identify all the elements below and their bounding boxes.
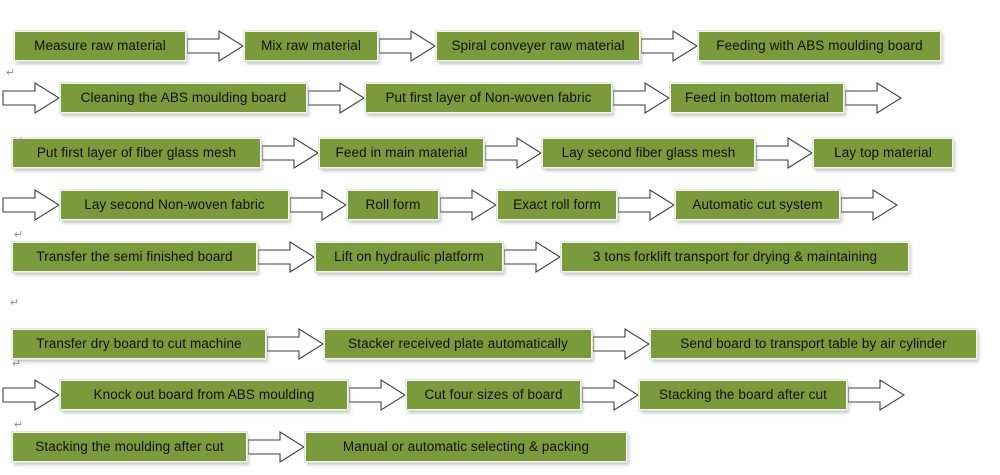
process-step-label: Stacking the board after cut: [659, 387, 827, 403]
process-step-label: Lift on hydraulic platform: [334, 249, 484, 265]
process-step-label: Mix raw material: [261, 38, 361, 54]
process-step-box: Put first layer of fiber glass mesh: [10, 137, 265, 173]
process-step-label: Cut four sizes of board: [424, 387, 563, 403]
process-step-box: Lay second Non-woven fabric: [58, 189, 293, 225]
paragraph-return-mark: ↵: [12, 358, 22, 370]
flow-arrow-icon: [2, 81, 60, 115]
process-step-label: Measure raw material: [34, 38, 166, 54]
process-step-box: Automatic cut system: [673, 189, 844, 225]
flow-row: Put first layer of fiber glass mesh Feed …: [0, 131, 957, 175]
process-step-label: Stacking the moulding after cut: [35, 439, 224, 455]
process-step-label: Automatic cut system: [692, 197, 823, 213]
flow-arrow-icon: [617, 188, 675, 222]
process-step-label: Put first layer of fiber glass mesh: [36, 145, 237, 161]
flow-arrow-icon: [348, 378, 406, 412]
flow-row: Transfer dry board to cut machine Stacker…: [0, 322, 981, 366]
paragraph-return-mark: ↵: [6, 67, 16, 79]
process-step-box: Send board to transport table by air cyl…: [648, 328, 981, 364]
process-step-box: Stacking the moulding after cut: [10, 431, 251, 467]
process-step-box: 3 tons forklift transport for drying & m…: [559, 241, 913, 277]
flow-arrow-icon: [612, 81, 670, 115]
process-step-box: Lift on hydraulic platform: [313, 241, 507, 277]
flow-arrow-icon: [2, 378, 60, 412]
flow-arrow-icon: [439, 188, 497, 222]
process-step-label: Feed in main material: [335, 145, 468, 161]
process-step-label: Knock out board from ABS moulding: [93, 387, 315, 403]
process-step-box: Feed in bottom material: [668, 82, 848, 118]
process-step-box: Stacker received plate automatically: [322, 328, 596, 364]
process-step-box: Transfer the semi finished board: [10, 241, 261, 277]
process-step-label: Stacker received plate automatically: [348, 336, 568, 352]
process-step-box: Stacking the board after cut: [637, 379, 851, 415]
process-step-box: Cleaning the ABS moulding board: [58, 82, 311, 118]
process-step-box: Manual or automatic selecting & packing: [303, 431, 631, 467]
process-step-label: Cleaning the ABS moulding board: [80, 90, 287, 106]
process-step-box: Put first layer of Non-woven fabric: [363, 82, 616, 118]
paragraph-return-mark: ↵: [14, 136, 24, 148]
flow-arrow-icon: [261, 136, 319, 170]
process-step-box: Feeding with ABS moulding board: [696, 30, 945, 66]
flow-row: Cleaning the ABS moulding board Put first…: [0, 76, 902, 120]
process-step-label: Transfer the semi finished board: [36, 249, 233, 265]
process-step-box: Roll form: [345, 189, 443, 225]
process-step-label: Transfer dry board to cut machine: [36, 336, 242, 352]
flow-arrow-icon: [755, 136, 813, 170]
flow-arrow-icon: [289, 188, 347, 222]
paragraph-return-mark: ↵: [14, 229, 24, 241]
process-step-box: Feed in main material: [317, 137, 488, 173]
process-step-label: Lay second Non-woven fabric: [84, 197, 265, 213]
flow-arrow-icon: [840, 188, 898, 222]
flow-arrow-icon: [2, 188, 60, 222]
process-step-label: Feed in bottom material: [684, 90, 830, 106]
flow-arrow-icon: [266, 327, 324, 361]
flow-arrow-icon: [640, 29, 698, 63]
flow-arrow-icon: [186, 29, 244, 63]
process-step-label: Feeding with ABS moulding board: [716, 38, 923, 54]
process-step-box: Spiral conveyer raw material: [434, 30, 644, 66]
flow-arrow-icon: [307, 81, 365, 115]
flow-arrow-icon: [378, 29, 436, 63]
process-step-box: Cut four sizes of board: [404, 379, 585, 415]
process-step-box: Exact roll form: [495, 189, 621, 225]
flow-arrow-icon: [247, 430, 305, 464]
process-step-label: Roll form: [365, 197, 421, 213]
flow-arrow-icon: [592, 327, 650, 361]
flow-arrow-icon: [257, 240, 315, 274]
flow-row: Measure raw material Mix raw material Spir…: [0, 24, 945, 68]
process-step-box: Mix raw material: [242, 30, 382, 66]
process-step-box: Transfer dry board to cut machine: [10, 328, 270, 364]
flow-row: Stacking the moulding after cut Manual or…: [0, 425, 631, 469]
process-step-label: Exact roll form: [513, 197, 601, 213]
paragraph-return-mark: ↵: [14, 419, 24, 431]
process-step-box: Measure raw material: [12, 30, 190, 66]
flow-arrow-icon: [581, 378, 639, 412]
flow-row: Knock out board from ABS moulding Cut fou…: [0, 373, 905, 417]
process-step-label: Lay second fiber glass mesh: [561, 145, 736, 161]
process-step-label: Put first layer of Non-woven fabric: [385, 90, 592, 106]
flow-arrow-icon: [503, 240, 561, 274]
process-step-label: 3 tons forklift transport for drying & m…: [592, 249, 878, 265]
paragraph-return-mark: ↵: [10, 297, 20, 309]
flow-arrow-icon: [844, 81, 902, 115]
process-step-label: Manual or automatic selecting & packing: [342, 439, 590, 455]
process-step-label: Lay top material: [834, 145, 932, 161]
process-step-box: Knock out board from ABS moulding: [58, 379, 352, 415]
process-step-box: Lay top material: [811, 137, 957, 173]
process-step-label: Send board to transport table by air cyl…: [680, 336, 947, 352]
flow-row: Transfer the semi finished board Lift on …: [0, 235, 913, 279]
flow-arrow-icon: [847, 378, 905, 412]
flow-arrow-icon: [484, 136, 542, 170]
flow-row: Lay second Non-woven fabric Roll form Exac…: [0, 183, 898, 227]
process-step-box: Lay second fiber glass mesh: [540, 137, 759, 173]
process-step-label: Spiral conveyer raw material: [451, 38, 625, 54]
